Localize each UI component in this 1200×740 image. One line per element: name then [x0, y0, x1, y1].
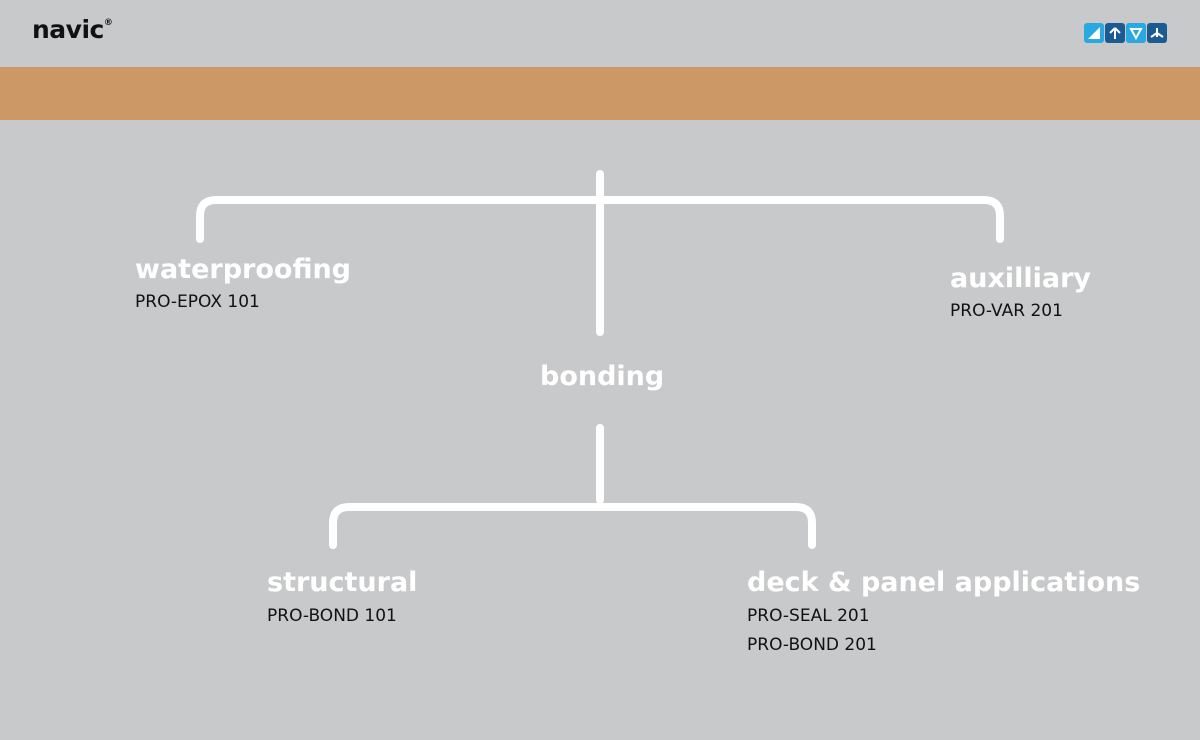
node-title-structural: structural	[267, 567, 418, 598]
node-title-deck: deck & panel applications	[747, 567, 1141, 598]
node-title-auxilliary: auxilliary	[950, 263, 1092, 294]
node-title-bonding: bonding	[540, 361, 665, 392]
product-deck-2: PRO-BOND 201	[747, 635, 877, 655]
product-waterproofing-1: PRO-EPOX 101	[135, 292, 260, 312]
triangle-down-icon[interactable]	[1126, 23, 1146, 43]
nav-icons	[1084, 23, 1167, 43]
accent-band	[0, 67, 1200, 120]
bottom-bracket	[329, 503, 816, 549]
product-auxilliary-1: PRO-VAR 201	[950, 301, 1063, 321]
ramp-icon[interactable]	[1084, 23, 1104, 43]
product-deck-1: PRO-SEAL 201	[747, 606, 870, 626]
node-title-waterproofing: waterproofing	[135, 254, 351, 285]
roof-icon[interactable]	[1147, 23, 1167, 43]
arrow-up-icon[interactable]	[1105, 23, 1125, 43]
navic-logo[interactable]: navic®	[32, 15, 113, 44]
product-structural-1: PRO-BOND 101	[267, 606, 397, 626]
header: navic®	[0, 0, 1200, 67]
top-bracket	[196, 196, 1004, 243]
